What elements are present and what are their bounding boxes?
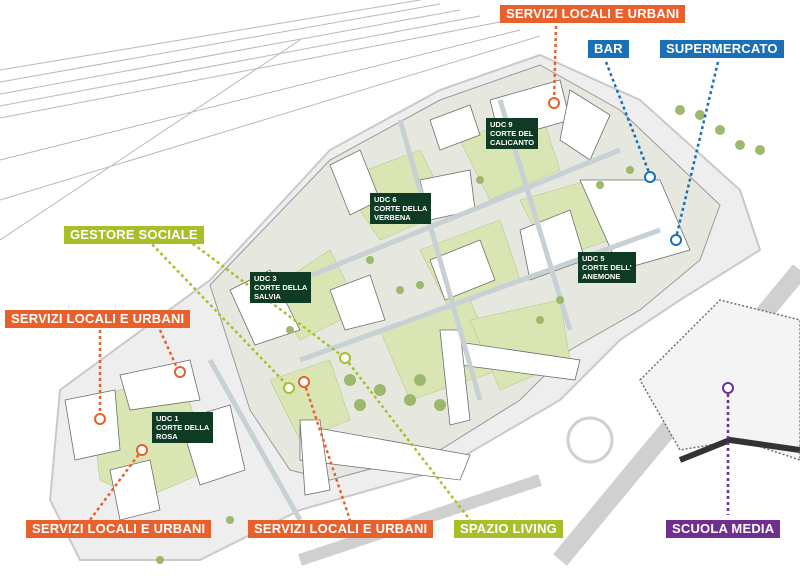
gestore-sociale-label: GESTORE SOCIALE: [64, 226, 204, 244]
bar-label: BAR: [588, 40, 629, 58]
servizi-bottom-center-label: SERVIZI LOCALI E URBANI: [248, 520, 434, 538]
school-wall: [678, 436, 800, 463]
trees: [156, 105, 765, 564]
udc9-label: UDC 9 CORTE DEL CALICANTO: [486, 118, 539, 149]
servizi-top-label: SERVIZI LOCALI E URBANI: [500, 5, 686, 23]
spazio-living-label: SPAZIO LIVING: [454, 520, 563, 538]
udc3-label: UDC 3 CORTE DELLA SALVIA: [250, 272, 312, 303]
servizi-left-label: SERVIZI LOCALI E URBANI: [5, 310, 191, 328]
supermercato-label: SUPERMERCATO: [660, 40, 784, 58]
roundabout: [566, 416, 614, 464]
servizi-bottom-left-label: SERVIZI LOCALI E URBANI: [26, 520, 212, 538]
udc1-label: UDC 1 CORTE DELLA ROSA: [152, 412, 214, 443]
udc6-label: UDC 6 CORTE DELLA VERBENA: [370, 193, 432, 224]
markers: [94, 97, 734, 456]
school-lot: [639, 299, 800, 461]
scuola-media-label: SCUOLA MEDIA: [666, 520, 781, 538]
railway: [0, 0, 541, 241]
udc5-label: UDC 5 CORTE DELL' ANEMONE: [578, 252, 636, 283]
